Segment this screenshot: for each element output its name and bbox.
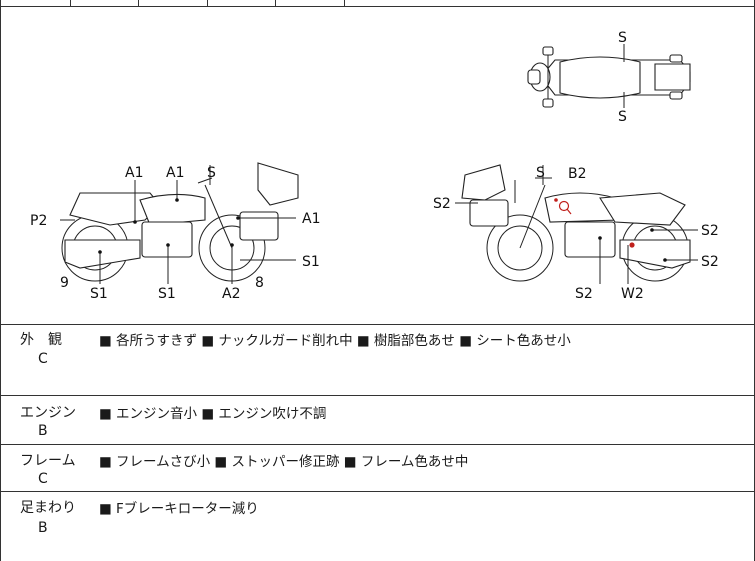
motorcycle-diagram: S S [30,30,719,302]
right-view-motorcycle [461,164,691,282]
row-category: 外 観 [20,332,62,348]
left-border [0,0,1,561]
row-notes: ■ フレームさび小 ■ ストッパー修正跡 ■ フレーム色あせ中 [99,454,469,470]
top-view-label-bottom: S [618,109,627,125]
left-label-a1-right: A1 [302,211,320,227]
left-label-8: 8 [255,275,264,291]
top-view-label-top: S [618,30,627,46]
left-label-p2: P2 [30,213,47,229]
left-label-a1-mid: A1 [166,165,184,181]
top-border [0,6,755,7]
row-category: 足まわり [20,500,76,516]
row-grade: B [38,423,48,439]
row-grade: C [38,351,48,367]
right-label-s2-bottom: S2 [575,286,593,302]
row-divider-3 [0,491,755,492]
condition-row-exterior: 外 観 C ■ 各所うすきず ■ ナックルガード削れ中 ■ 樹脂部色あせ ■ シ… [0,325,755,395]
right-label-s2-left: S2 [433,196,451,212]
right-label-s2-right-bottom: S2 [701,254,719,270]
condition-row-frame: フレーム C ■ フレームさび小 ■ ストッパー修正跡 ■ フレーム色あせ中 [0,445,755,491]
right-view-pointers [455,180,698,284]
row-notes: ■ 各所うすきず ■ ナックルガード削れ中 ■ 樹脂部色あせ ■ シート色あせ小 [99,333,571,349]
right-label-s-top: S [536,165,545,181]
row-grade: B [38,520,48,536]
header-divider-4 [275,0,276,6]
row-category: フレーム [20,453,76,469]
left-label-a1-left: A1 [125,165,143,181]
right-label-w2: W2 [621,286,644,302]
row-grade: C [38,471,48,487]
top-view-motorcycle [527,44,691,108]
header-divider-3 [207,0,208,6]
left-view-pointers [60,180,296,284]
left-label-s-top: S [207,165,216,181]
header-divider-5 [344,0,345,6]
left-label-s1-right: S1 [302,254,320,270]
left-view-motorcycle [61,162,299,282]
left-label-a2: A2 [222,286,240,302]
row-notes: ■ Fブレーキローター減り [99,501,259,517]
header-divider-1 [70,0,71,6]
row-category: エンジン [20,405,76,421]
row-notes: ■ エンジン音小 ■ エンジン吹け不調 [99,406,327,422]
damage-diagram: S S [30,30,719,302]
left-label-s1-left: S1 [90,286,108,302]
left-label-9: 9 [60,275,69,291]
condition-row-engine: エンジン B ■ エンジン音小 ■ エンジン吹け不調 [0,396,755,444]
header-divider-2 [138,0,139,6]
row-divider-1 [0,395,755,396]
right-label-b2: B2 [568,166,587,182]
right-label-s2-right-top: S2 [701,223,719,239]
left-label-s1-mid: S1 [158,286,176,302]
row-divider-2 [0,444,755,445]
condition-row-suspension: 足まわり B ■ Fブレーキローター減り [0,492,755,561]
diagram-bottom-border [0,324,755,325]
